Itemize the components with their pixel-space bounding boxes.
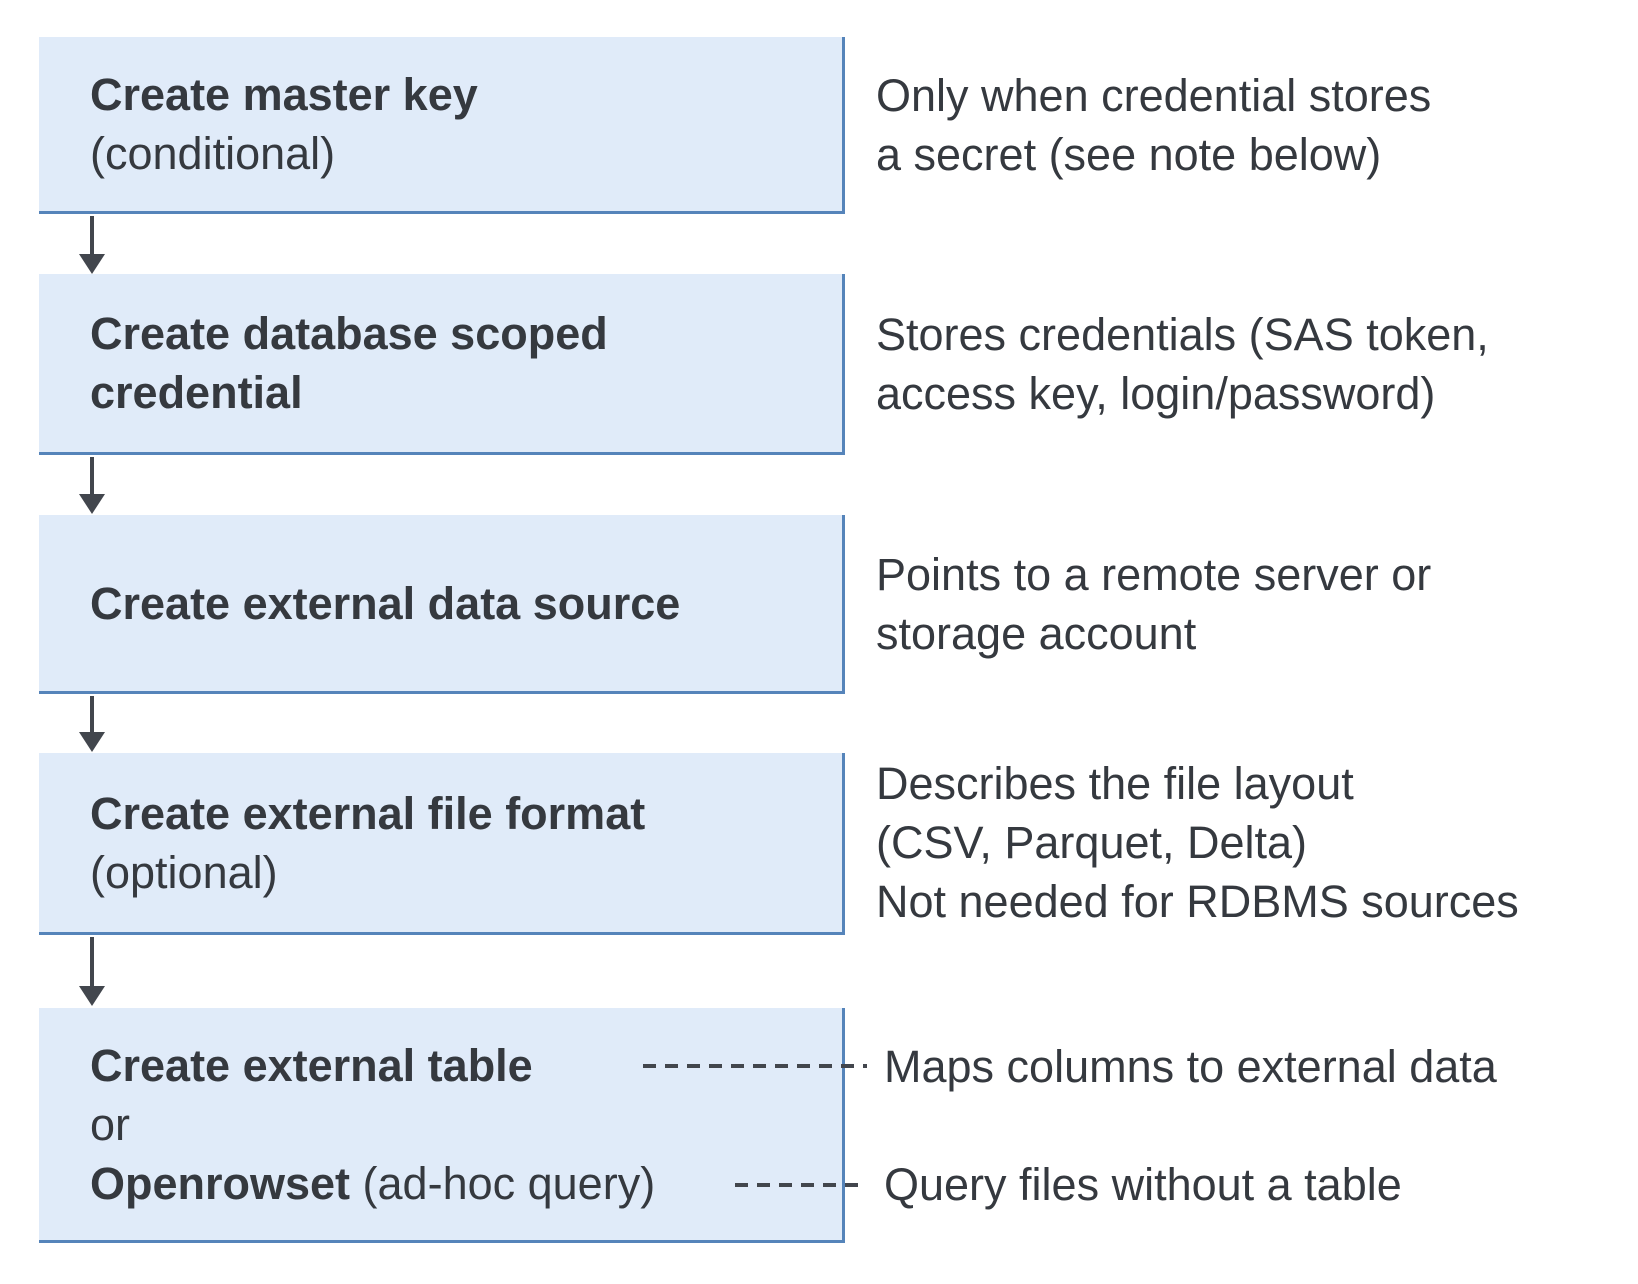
flow-box-create-database-scoped-credential: Create database scoped credential	[39, 274, 845, 455]
annotation-master-key: Only when credential stores a secret (se…	[876, 66, 1431, 184]
flow-box-create-external-data-source: Create external data source	[39, 515, 845, 694]
annotation-line: Stores credentials (SAS token,	[876, 309, 1489, 360]
box-note: (optional)	[90, 846, 278, 898]
box-or-label: or	[90, 1098, 131, 1150]
arrow-shaft	[90, 937, 94, 988]
box-alt-line: Openrowset (ad-hoc query)	[90, 1154, 842, 1213]
dashed-connector-external-table	[643, 1064, 867, 1068]
annotation-line: storage account	[876, 608, 1197, 659]
annotation-file-format: Describes the file layout (CSV, Parquet,…	[876, 754, 1519, 931]
box-title: Create external data source	[90, 577, 681, 629]
arrow-shaft	[90, 696, 94, 734]
box-alt-title: Openrowset	[90, 1157, 351, 1209]
box-alt-suffix: (ad-hoc query)	[350, 1157, 656, 1209]
down-arrow	[79, 696, 105, 752]
arrow-shaft	[90, 457, 94, 496]
arrow-head-icon	[79, 732, 105, 752]
box-title: Create external table	[90, 1039, 533, 1091]
annotation-external-table: Maps columns to external data	[884, 1037, 1497, 1096]
box-title: Create master key	[90, 69, 478, 120]
arrow-head-icon	[79, 494, 105, 514]
flow-box-create-external-table-or-openrowset: Create external table or Openrowset (ad-…	[39, 1008, 845, 1243]
annotation-line: a secret (see note below)	[876, 129, 1382, 180]
annotation-line: Not needed for RDBMS sources	[876, 876, 1519, 927]
arrow-head-icon	[79, 986, 105, 1006]
annotation-line: Maps columns to external data	[884, 1041, 1497, 1092]
box-title: Create database scoped	[90, 308, 608, 359]
down-arrow	[79, 457, 105, 514]
flow-box-create-external-file-format: Create external file format (optional)	[39, 753, 845, 935]
annotation-line: Describes the file layout	[876, 758, 1354, 809]
box-title-line2: credential	[90, 367, 303, 418]
annotation-line: (CSV, Parquet, Delta)	[876, 817, 1308, 868]
annotation-line: Only when credential stores	[876, 70, 1432, 121]
annotation-line: Points to a remote server or	[876, 549, 1432, 600]
annotation-line: Query files without a table	[884, 1159, 1402, 1210]
dashed-connector-openrowset	[735, 1183, 865, 1187]
annotation-line: access key, login/password)	[876, 368, 1436, 419]
down-arrow	[79, 937, 105, 1006]
annotation-scoped-credential: Stores credentials (SAS token, access ke…	[876, 305, 1489, 423]
arrow-shaft	[90, 216, 94, 256]
arrow-head-icon	[79, 254, 105, 274]
box-note: (conditional)	[90, 128, 336, 179]
flow-box-create-master-key: Create master key (conditional)	[39, 37, 845, 214]
down-arrow	[79, 216, 105, 274]
annotation-openrowset: Query files without a table	[884, 1155, 1402, 1214]
box-title: Create external file format	[90, 787, 646, 839]
annotation-data-source: Points to a remote server or storage acc…	[876, 545, 1431, 663]
